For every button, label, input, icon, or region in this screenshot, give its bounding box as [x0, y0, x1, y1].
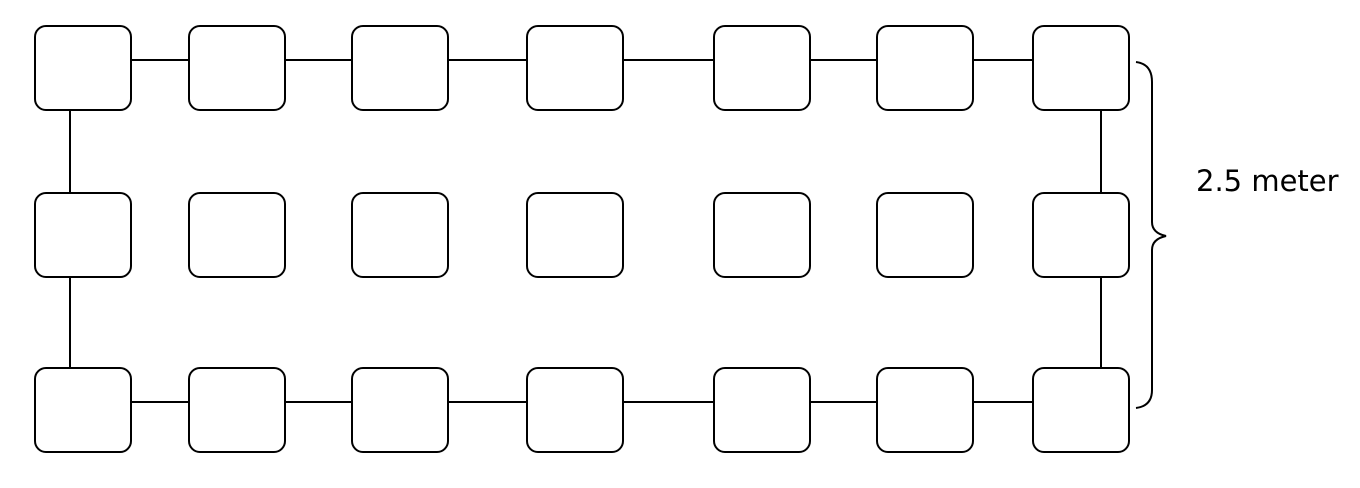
connector-lines [69, 59, 1102, 403]
grid-box-r0-c0 [34, 25, 132, 111]
grid-box-r2-c6 [1032, 367, 1130, 453]
grid-box-r0-c3 [526, 25, 624, 111]
grid-box-r2-c4 [713, 367, 811, 453]
box-grid [34, 25, 1130, 453]
grid-box-r2-c5 [876, 367, 974, 453]
grid-box-r1-c4 [713, 192, 811, 278]
grid-box-r1-c3 [526, 192, 624, 278]
grid-box-r0-c2 [351, 25, 449, 111]
grid-box-r2-c0 [34, 367, 132, 453]
grid-box-r1-c0 [34, 192, 132, 278]
grid-box-r2-c1 [188, 367, 286, 453]
grid-box-r0-c4 [713, 25, 811, 111]
grid-box-r2-c2 [351, 367, 449, 453]
dimension-label: 2.5 meter [1196, 164, 1339, 198]
grid-box-r0-c5 [876, 25, 974, 111]
grid-box-r1-c5 [876, 192, 974, 278]
grid-box-r1-c6 [1032, 192, 1130, 278]
grid-box-r0-c1 [188, 25, 286, 111]
grid-box-r0-c6 [1032, 25, 1130, 111]
grid-box-r1-c1 [188, 192, 286, 278]
grid-box-r1-c2 [351, 192, 449, 278]
dimension-brace [1135, 61, 1167, 409]
grid-box-r2-c3 [526, 367, 624, 453]
